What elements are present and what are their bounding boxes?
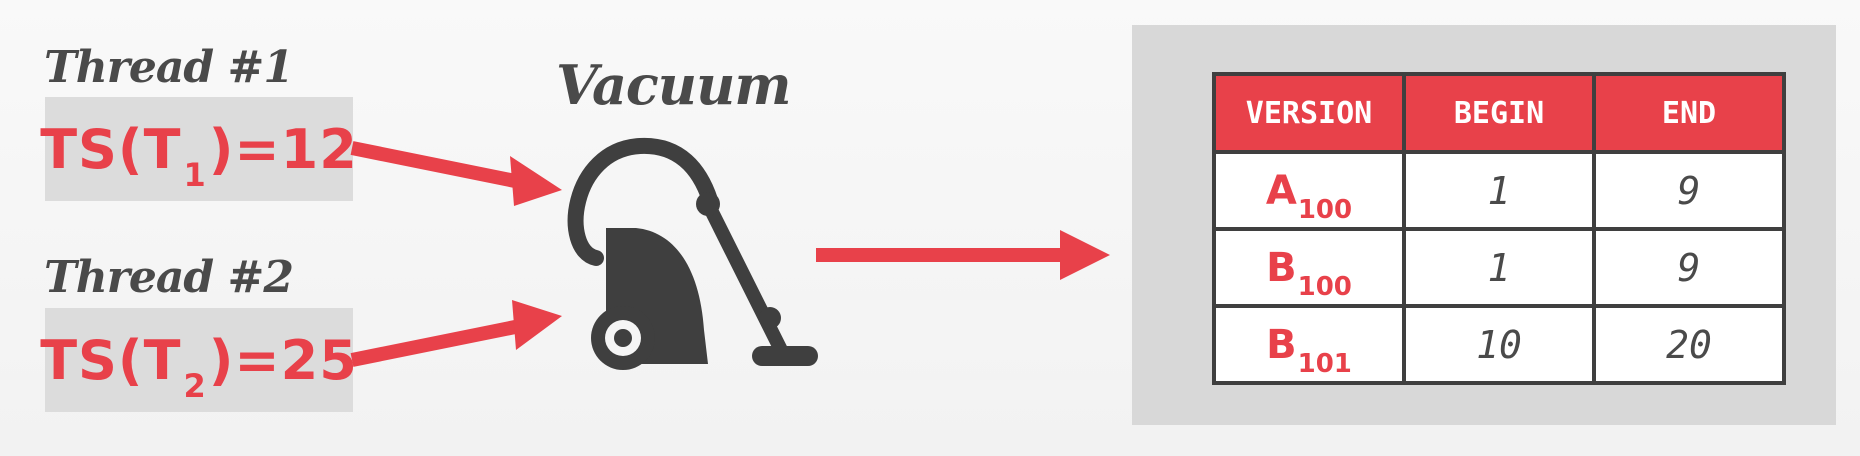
header-version: VERSION (1212, 72, 1406, 154)
thread-1-label: Thread #1 (44, 42, 294, 93)
vacuum-label: Vacuum (556, 53, 791, 117)
table-row: A100 1 9 (1212, 150, 1786, 231)
thread-1-ts-suffix: )=12 (208, 117, 358, 181)
version-table: VERSION BEGIN END A100 1 9 B100 1 9 B101… (1212, 72, 1786, 385)
thread-1-ts-prefix: TS(T (40, 117, 182, 181)
thread-2-timestamp: TS(T2)=25 (40, 328, 358, 405)
version-subscript: 100 (1297, 194, 1353, 225)
table-row: B100 1 9 (1212, 227, 1786, 308)
thread-1-timestamp: TS(T1)=12 (40, 117, 358, 194)
header-begin: BEGIN (1402, 72, 1596, 154)
thread-2-ts-suffix: )=25 (208, 328, 358, 392)
version-cell: B100 (1212, 227, 1406, 308)
end-cell: 9 (1592, 150, 1786, 231)
version-letter: B (1266, 321, 1297, 368)
arrow-thread-1-to-vacuum (350, 141, 562, 206)
thread-2-ts-subscript: 2 (183, 366, 207, 405)
version-cell: A100 (1212, 150, 1406, 231)
thread-1-ts-subscript: 1 (183, 155, 207, 194)
version-letter: B (1266, 244, 1297, 291)
begin-cell: 1 (1402, 227, 1596, 308)
version-letter: A (1265, 167, 1297, 214)
end-cell: 20 (1592, 304, 1786, 385)
version-subscript: 101 (1297, 348, 1352, 379)
thread-2-timestamp-box: TS(T2)=25 (40, 308, 357, 412)
end-cell: 9 (1592, 227, 1786, 308)
version-subscript: 100 (1297, 271, 1352, 302)
arrow-thread-2-to-vacuum (350, 300, 562, 367)
begin-cell: 1 (1402, 150, 1596, 231)
table-header-row: VERSION BEGIN END (1212, 72, 1786, 154)
table-row: B101 10 20 (1212, 304, 1786, 385)
header-end: END (1592, 72, 1786, 154)
vacuum-cleaner-icon (567, 137, 818, 370)
arrow-vacuum-to-table (816, 230, 1110, 280)
thread-2-label: Thread #2 (44, 252, 294, 303)
thread-2-ts-prefix: TS(T (40, 328, 182, 392)
begin-cell: 10 (1402, 304, 1596, 385)
version-table-panel: VERSION BEGIN END A100 1 9 B100 1 9 B101… (1132, 25, 1836, 425)
version-cell: B101 (1212, 304, 1406, 385)
thread-1-timestamp-box: TS(T1)=12 (40, 97, 357, 201)
